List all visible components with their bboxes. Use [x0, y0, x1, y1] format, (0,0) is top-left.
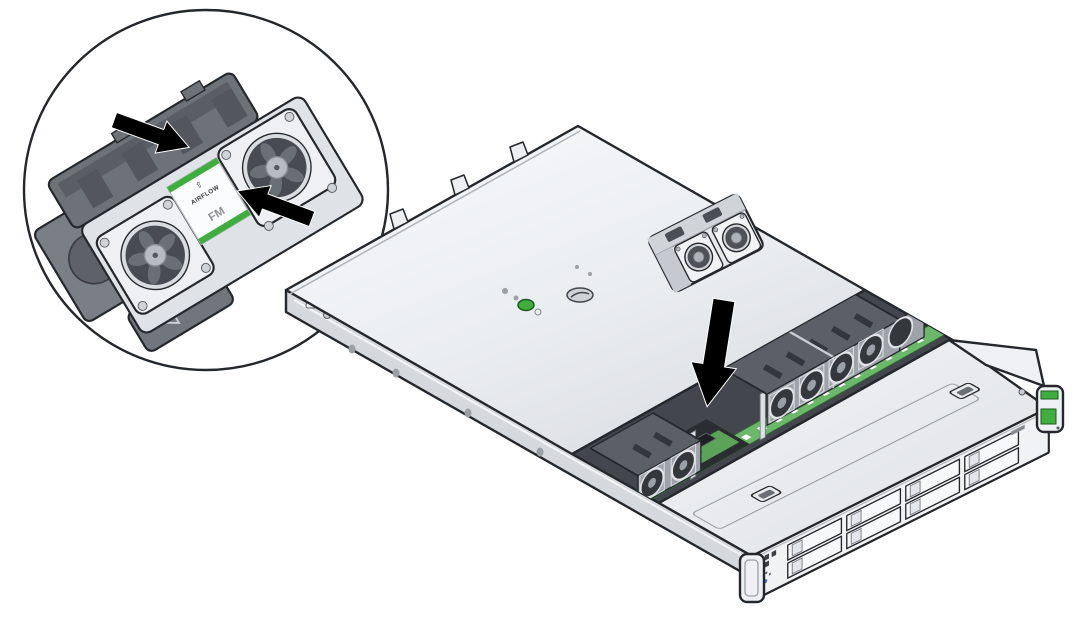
fan-module-inset: ⇧ AIRFLOW FM	[33, 72, 364, 352]
grip-arrow-top	[110, 111, 191, 154]
bay-latch[interactable]	[791, 539, 803, 557]
cover-screw	[513, 295, 519, 301]
bay-latch[interactable]	[968, 468, 980, 487]
ear-green-accent	[1040, 390, 1059, 400]
bay-latch[interactable]	[909, 498, 921, 516]
bay-latch[interactable]	[968, 450, 980, 469]
rear-tab	[509, 141, 529, 163]
fan-hub	[693, 251, 705, 263]
green-stripe-top	[166, 157, 220, 193]
insert-arrow	[690, 297, 738, 408]
cover-release-button[interactable]	[517, 298, 535, 312]
side-wall-hole	[536, 447, 544, 457]
fan-bay-contents	[589, 291, 946, 503]
right-rack-ear	[1035, 384, 1065, 434]
fan-module-sticker: ⇧ AIRFLOW FM	[165, 156, 252, 246]
bay-latch[interactable]	[850, 527, 862, 546]
cover-screw	[502, 288, 508, 294]
deck-screw	[1018, 388, 1026, 396]
side-wall-hole	[348, 344, 356, 354]
left-rack-ear	[738, 552, 766, 604]
side-wall-hole	[464, 408, 472, 418]
cover-latch-recess[interactable]	[566, 287, 594, 303]
green-stripe-bottom	[197, 209, 251, 245]
airflow-direction-icon: ⇧	[194, 179, 204, 190]
callout-content: ⇧ AIRFLOW FM	[33, 72, 364, 352]
front-slot	[1011, 424, 1025, 436]
front-indicator	[771, 549, 777, 558]
grip-arrow-bottom	[236, 184, 316, 228]
drive-bays	[787, 428, 1020, 579]
bay-latch[interactable]	[850, 509, 862, 528]
inset-fan-left	[95, 195, 215, 315]
fan-grille	[887, 316, 914, 349]
front-indicator	[764, 560, 769, 568]
bay-latch[interactable]	[791, 557, 803, 575]
bay-latch[interactable]	[909, 480, 921, 498]
front-indicator	[764, 553, 769, 561]
side-wall-hole	[392, 368, 400, 378]
fan-hub	[730, 232, 742, 244]
bay-divider	[759, 390, 766, 441]
rear-tab	[450, 174, 470, 196]
module-handle-slot	[702, 207, 723, 223]
fan-blades	[128, 230, 183, 285]
replacement-fan-module[interactable]	[647, 192, 765, 294]
module-handle-slot	[665, 226, 685, 242]
installed-fan-module-left	[589, 412, 702, 503]
server-chassis	[284, 124, 1065, 604]
ear-green-release[interactable]	[1040, 408, 1057, 425]
rear-tab	[389, 208, 409, 230]
